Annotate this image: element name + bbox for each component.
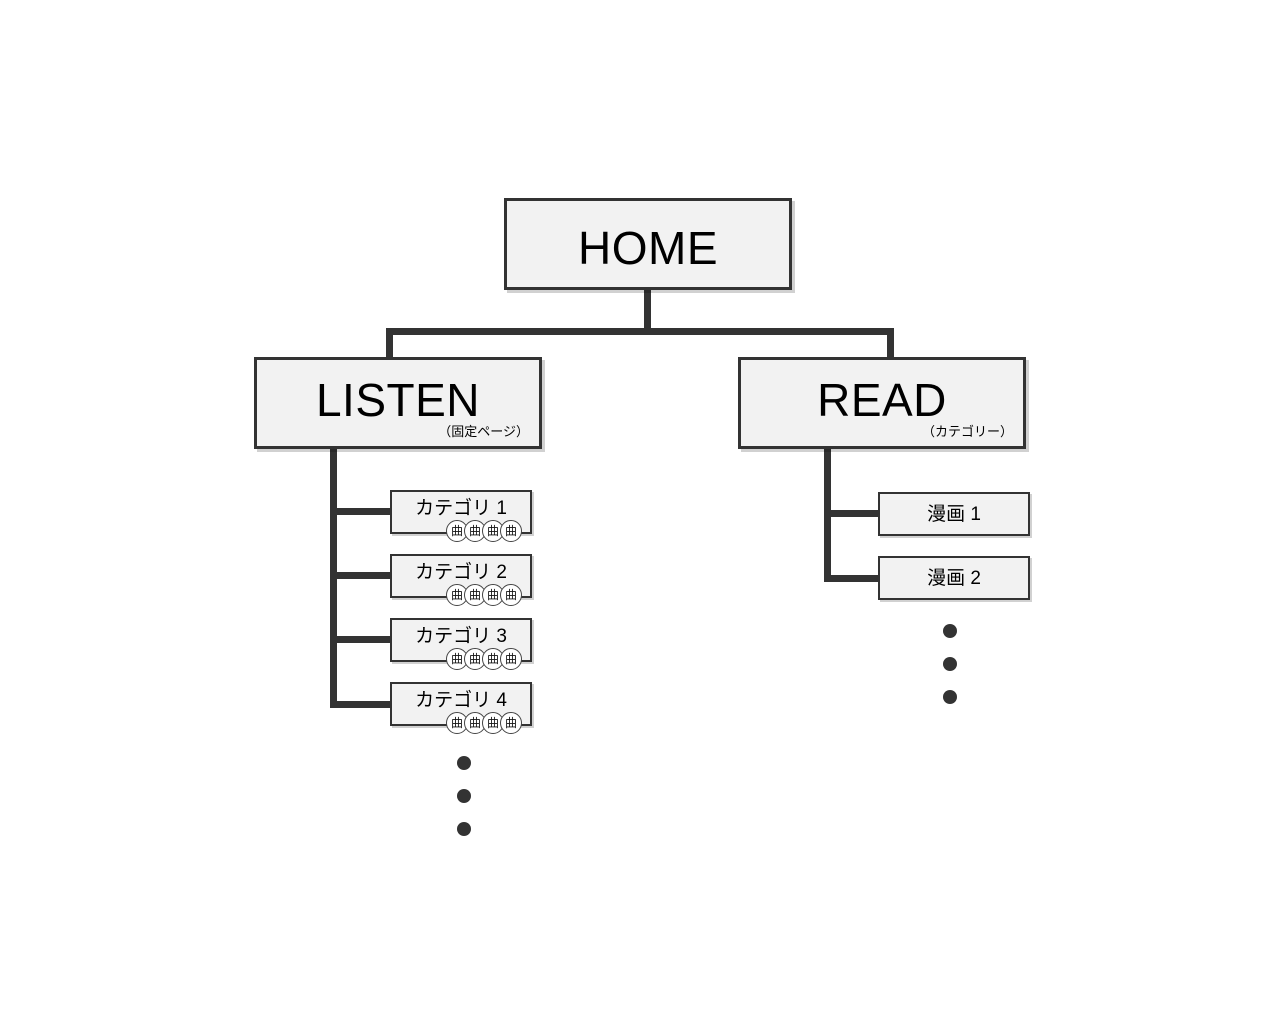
connector-to-listen	[386, 328, 393, 360]
node-manga-2[interactable]: 漫画 2	[878, 556, 1030, 600]
node-category-2-label: カテゴリ 2	[415, 562, 507, 583]
song-icon: 曲	[500, 648, 522, 670]
node-category-4[interactable]: カテゴリ 4 曲 曲 曲 曲	[390, 682, 532, 734]
connector-listen-branch-4	[330, 701, 392, 708]
ellipsis-dot	[457, 822, 471, 836]
song-icon: 曲	[482, 712, 504, 734]
ellipsis-listen-more	[457, 756, 471, 836]
ellipsis-dot	[943, 657, 957, 671]
node-read-label: READ	[817, 374, 947, 426]
song-icon: 曲	[464, 648, 486, 670]
node-listen-sublabel: （固定ページ）	[438, 424, 529, 439]
connector-home-stem	[644, 290, 651, 333]
song-icon: 曲	[482, 520, 504, 542]
song-icon: 曲	[464, 520, 486, 542]
song-icon: 曲	[446, 584, 468, 606]
node-listen-label: LISTEN	[315, 374, 481, 426]
ellipsis-read-more	[943, 624, 957, 704]
node-category-1[interactable]: カテゴリ 1 曲 曲 曲 曲	[390, 490, 532, 542]
connector-read-branch-2	[824, 575, 880, 582]
node-manga-2-label: 漫画 2	[927, 568, 981, 589]
node-category-3[interactable]: カテゴリ 3 曲 曲 曲 曲	[390, 618, 532, 670]
node-home-label: HOME	[578, 222, 718, 274]
ellipsis-dot	[943, 624, 957, 638]
node-listen[interactable]: LISTEN （固定ページ）	[254, 357, 542, 449]
song-chip-group-3: 曲 曲 曲 曲	[446, 648, 522, 670]
song-icon: 曲	[500, 520, 522, 542]
song-chip-group-1: 曲 曲 曲 曲	[446, 520, 522, 542]
song-icon: 曲	[500, 712, 522, 734]
node-read[interactable]: READ （カテゴリー）	[738, 357, 1026, 449]
ellipsis-dot	[457, 789, 471, 803]
connector-level1-bus	[386, 328, 894, 335]
node-manga-1[interactable]: 漫画 1	[878, 492, 1030, 536]
node-category-1-label: カテゴリ 1	[415, 498, 507, 519]
connector-read-branch-1	[824, 510, 880, 517]
connector-listen-branch-3	[330, 636, 392, 643]
connector-listen-branch-1	[330, 508, 392, 515]
song-chip-group-4: 曲 曲 曲 曲	[446, 712, 522, 734]
node-manga-1-label: 漫画 1	[927, 504, 981, 525]
connector-to-read	[887, 328, 894, 360]
connector-listen-branch-2	[330, 572, 392, 579]
node-read-sublabel: （カテゴリー）	[921, 424, 1013, 439]
song-chip-group-2: 曲 曲 曲 曲	[446, 584, 522, 606]
node-category-2[interactable]: カテゴリ 2 曲 曲 曲 曲	[390, 554, 532, 606]
song-icon: 曲	[446, 648, 468, 670]
ellipsis-dot	[457, 756, 471, 770]
node-home[interactable]: HOME	[504, 198, 792, 290]
song-icon: 曲	[500, 584, 522, 606]
node-category-3-label: カテゴリ 3	[415, 626, 507, 647]
song-icon: 曲	[446, 520, 468, 542]
ellipsis-dot	[943, 690, 957, 704]
node-category-4-label: カテゴリ 4	[415, 690, 507, 711]
